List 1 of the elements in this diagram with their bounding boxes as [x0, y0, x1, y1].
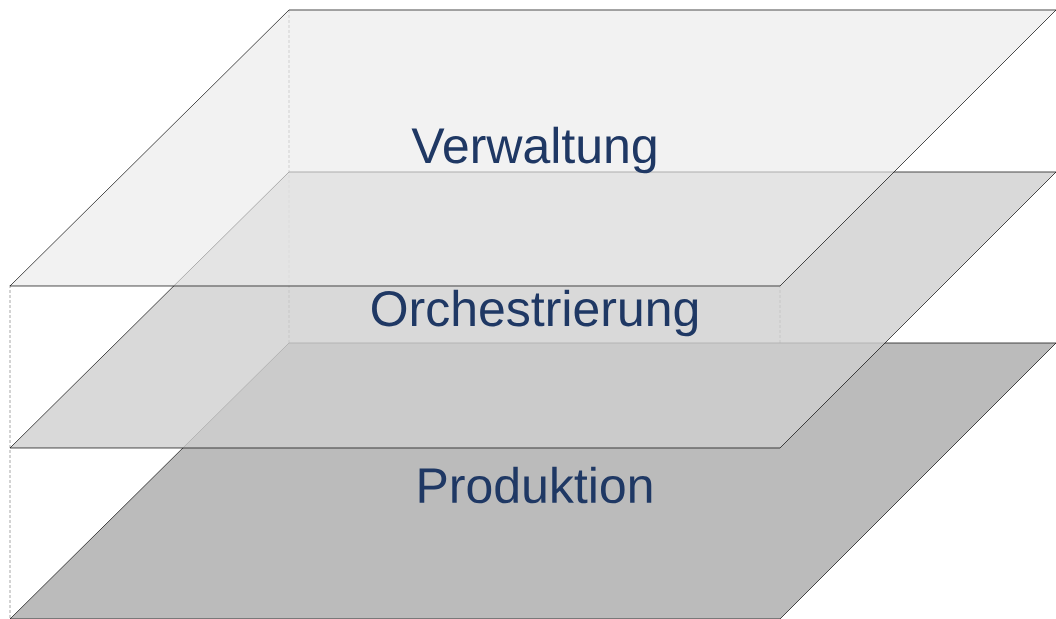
layer-plane: Verwaltung [9, 9, 1056, 287]
